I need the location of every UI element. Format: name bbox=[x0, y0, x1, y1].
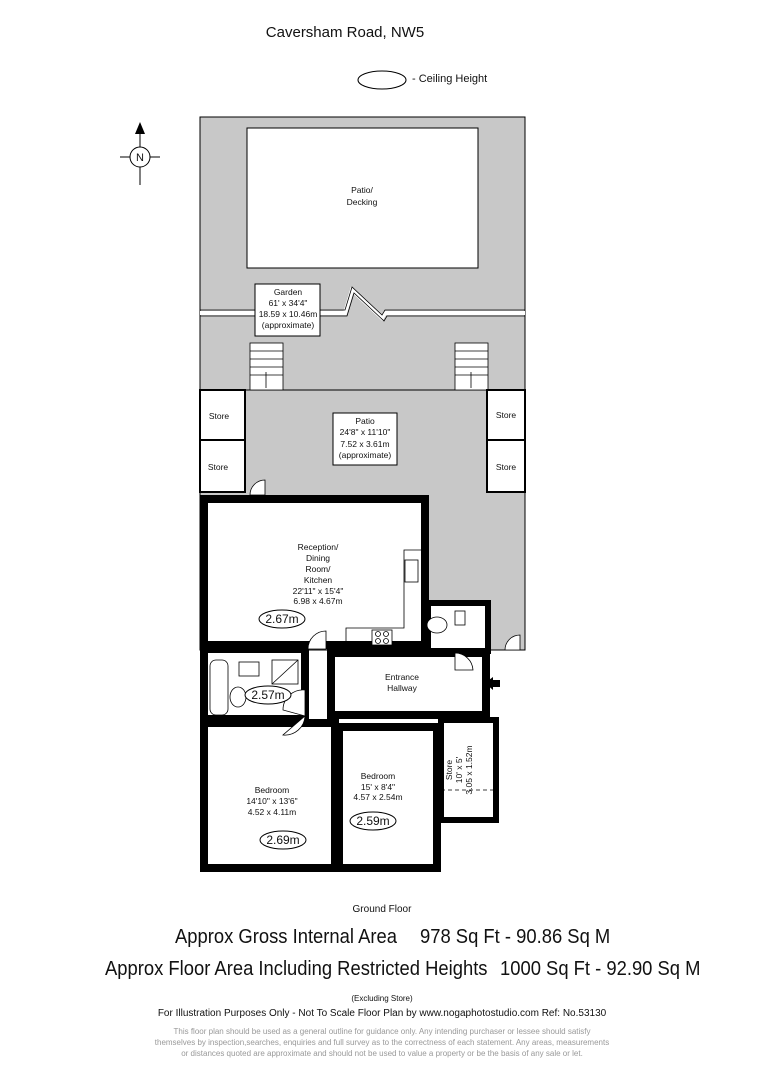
store-label: Store bbox=[496, 410, 517, 420]
store-right-top bbox=[486, 389, 526, 441]
steps-right bbox=[454, 342, 489, 391]
disclaimer-line: themselves by inspection,searches, enqui… bbox=[154, 1038, 610, 1047]
disclaimer-line: This floor plan should be used as a gene… bbox=[173, 1027, 591, 1036]
store-label: Store bbox=[208, 462, 229, 472]
excluding-note: (Excluding Store) bbox=[351, 994, 413, 1003]
floor-area-label: Approx Floor Area Including Restricted H… bbox=[105, 958, 488, 980]
patio-decking-label: Patio/Decking bbox=[347, 185, 378, 207]
floor-area-value: 1000 Sq Ft - 92.90 Sq M bbox=[500, 958, 701, 980]
reception-room bbox=[200, 495, 429, 649]
ceiling-height-legend-icon bbox=[357, 70, 407, 90]
garden-label-box bbox=[254, 283, 321, 337]
patio-label-box bbox=[332, 412, 398, 466]
store-left-top bbox=[199, 389, 246, 441]
steps-left bbox=[249, 342, 284, 391]
plan-title: Caversham Road, NW5 bbox=[265, 24, 425, 41]
store-left-bottom bbox=[199, 439, 246, 493]
gross-area-label: Approx Gross Internal Area bbox=[175, 926, 397, 948]
bedroom-2 bbox=[335, 723, 441, 872]
bedroom-2-ceiling-height: 2.59m bbox=[356, 814, 389, 828]
gross-area-value: 978 Sq Ft - 90.86 Sq M bbox=[420, 926, 611, 948]
house-walls bbox=[200, 495, 499, 872]
bedroom-1-ceiling-height: 2.69m bbox=[266, 833, 299, 847]
bathroom-ceiling-height: 2.57m bbox=[251, 688, 284, 702]
disclaimer-line: or distances quoted are approximate and … bbox=[181, 1049, 583, 1058]
garden-break-line bbox=[200, 286, 525, 322]
inner-store bbox=[438, 717, 499, 823]
store-right-bottom bbox=[486, 439, 526, 493]
ceiling-height-legend: - Ceiling Height bbox=[412, 73, 488, 85]
entrance-arrow-icon bbox=[485, 677, 500, 690]
north-compass-icon: N bbox=[120, 122, 160, 185]
inner-store-label: Store10' x 5'3.05 x 1.52m bbox=[444, 745, 474, 794]
store-label: Store bbox=[496, 462, 517, 472]
reception-ceiling-height: 2.67m bbox=[265, 612, 298, 626]
floor-name: Ground Floor bbox=[352, 904, 412, 915]
illustration-note: For Illustration Purposes Only - Not To … bbox=[157, 1008, 607, 1019]
patio-decking bbox=[246, 127, 479, 269]
compass-label: N bbox=[136, 152, 144, 164]
store-label: Store bbox=[209, 411, 230, 421]
